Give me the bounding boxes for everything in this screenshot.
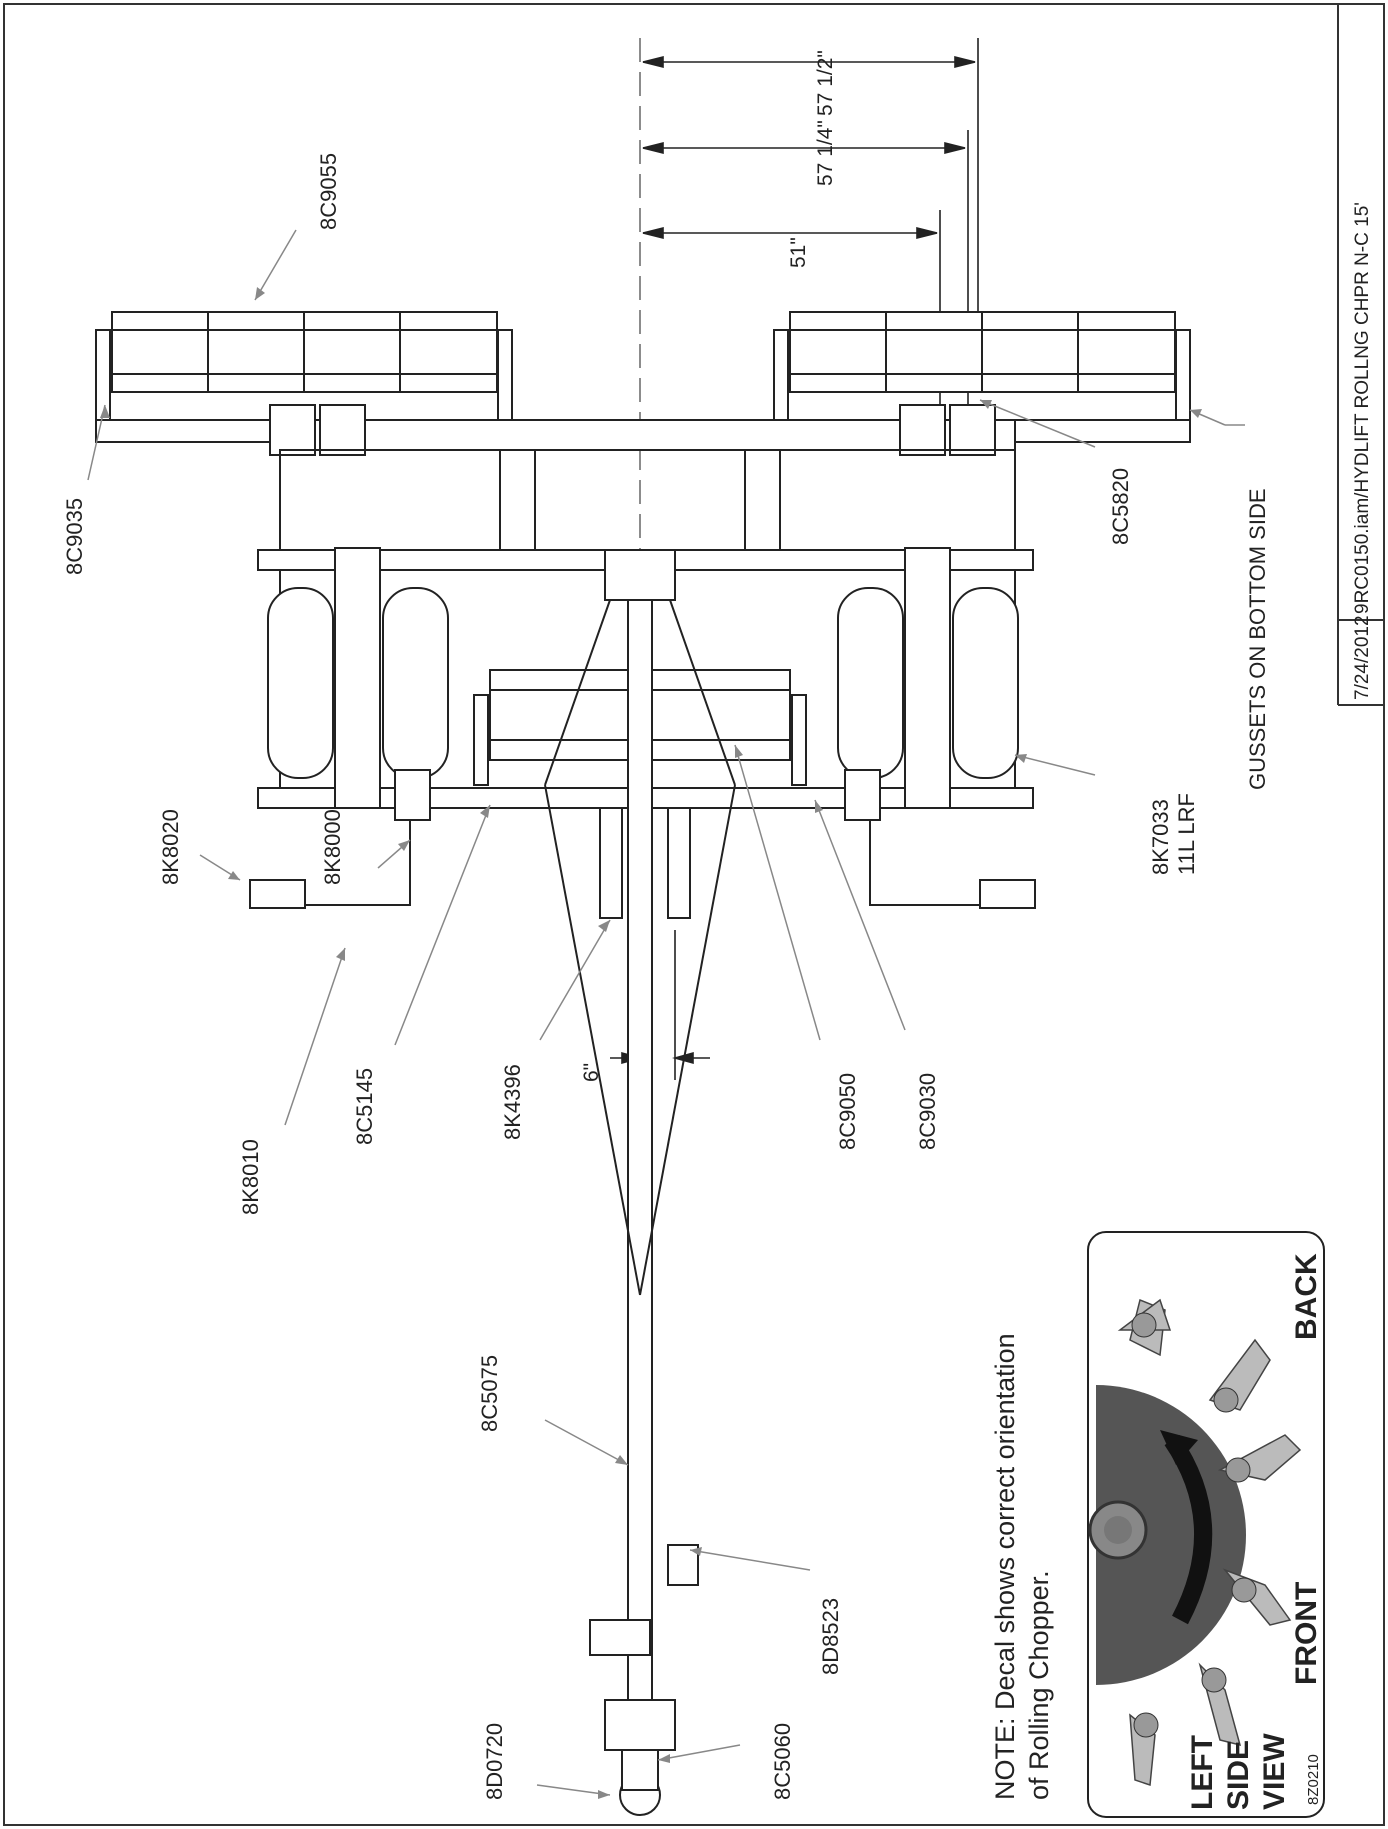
dimension-lines [610, 38, 979, 1080]
title-name: 9RC0150.iam/HYDLIFT ROLLNG CHPR N-C 15' [1352, 202, 1373, 614]
label-8C9050: 8C9050 [835, 1073, 860, 1150]
label-8D0720: 8D0720 [482, 1723, 507, 1800]
leader-arrows [100, 287, 1202, 1799]
label-gussets: GUSSETS ON BOTTOM SIDE [1245, 488, 1270, 790]
decal-code: 8Z0210 [1305, 1754, 1322, 1805]
decal-view: VIEW [1258, 1733, 1291, 1810]
decal-left: LEFT [1186, 1735, 1219, 1810]
leader-lines [87, 229, 1245, 1796]
sheet-border [3, 3, 1385, 1826]
label-8K8010: 8K8010 [238, 1139, 263, 1215]
label-8K8000: 8K8000 [320, 809, 345, 885]
label-8C5145: 8C5145 [352, 1068, 377, 1145]
machine-frame [95, 311, 1191, 1816]
label-8K4396: 8K4396 [500, 1064, 525, 1140]
rotation-arrow-icon [1164, 1434, 1213, 1625]
label-11L-LRF: 11L LRF [1174, 793, 1199, 875]
label-8C5060: 8C5060 [770, 1723, 795, 1800]
title-block: 7/24/2012 9RC0150.iam/HYDLIFT ROLLNG CHP… [1337, 4, 1384, 706]
decal-side: SIDE [1222, 1740, 1255, 1810]
label-8C9055: 8C9055 [316, 153, 341, 230]
label-8C9035: 8C9035 [62, 498, 87, 575]
note-line-1: NOTE: Decal shows correct orientation [990, 1333, 1020, 1800]
label-8C9030: 8C9030 [915, 1073, 940, 1150]
label-8D8523: 8D8523 [818, 1598, 843, 1675]
dim-57-1-2: 57 1/2" [814, 50, 837, 116]
dim-57-1-4: 57 1/4" [814, 120, 837, 186]
decal-box: BACK FRONT LEFT SIDE VIEW 8Z0210 [1087, 1231, 1325, 1818]
decal-front: FRONT [1290, 1582, 1323, 1685]
chopper-drum-illustration [1096, 1385, 1246, 1685]
label-8C5820: 8C5820 [1108, 468, 1133, 545]
label-8C5075: 8C5075 [477, 1355, 502, 1432]
note-line-2: of Rolling Chopper. [1024, 1570, 1054, 1800]
dim-51: 51" [787, 237, 810, 268]
label-8K8020: 8K8020 [158, 809, 183, 885]
title-date: 7/24/2012 [1352, 615, 1373, 700]
decal-back: BACK [1290, 1253, 1323, 1340]
label-8K7033: 8K7033 [1148, 799, 1173, 875]
